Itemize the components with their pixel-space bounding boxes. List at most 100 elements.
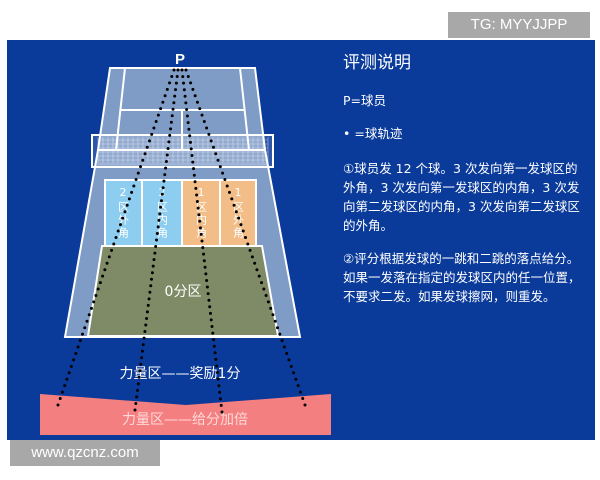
ball-trajectory-dot <box>163 94 167 98</box>
ball-trajectory-dot <box>207 298 211 302</box>
ball-trajectory-dot <box>136 382 140 386</box>
ball-trajectory-dot <box>159 199 163 203</box>
ball-trajectory-dot <box>105 261 109 265</box>
ball-trajectory-dot <box>188 134 192 138</box>
ball-trajectory-dot <box>296 384 300 388</box>
ball-trajectory-dot <box>225 184 229 188</box>
ball-trajectory-dot <box>72 358 76 362</box>
ball-trajectory-dot <box>195 100 199 104</box>
ball-trajectory-dot <box>127 197 131 201</box>
zone2-outer-label: 2区外角 <box>117 186 130 240</box>
ball-trajectory-dot <box>152 258 156 262</box>
ball-trajectory-dot <box>289 364 293 368</box>
ball-trajectory-dot <box>132 184 136 188</box>
ball-trajectory-dot <box>139 362 143 366</box>
ball-trajectory-dot <box>172 68 176 72</box>
zone1-inner-label: 1区内角 <box>195 186 208 240</box>
ball-trajectory-dot <box>133 408 137 412</box>
ball-trajectory-dot <box>160 192 164 196</box>
ball-trajectory-dot <box>285 351 289 355</box>
ball-trajectory-dot <box>204 272 208 276</box>
ball-trajectory-dot <box>292 371 296 375</box>
ball-trajectory-dot <box>197 213 201 217</box>
ball-trajectory-dot <box>159 205 163 209</box>
ball-trajectory-dot <box>202 120 206 124</box>
ball-trajectory-dot <box>146 303 150 307</box>
ball-trajectory-dot <box>165 153 169 157</box>
ball-trajectory-dot <box>202 252 206 256</box>
ball-trajectory-dot <box>187 127 191 131</box>
ball-trajectory-dot <box>118 223 122 227</box>
ball-trajectory-dot <box>156 225 160 229</box>
ball-trajectory-dot <box>170 114 174 118</box>
ball-trajectory-dot <box>94 293 98 297</box>
ball-trajectory-dot <box>67 371 71 375</box>
ball-trajectory-dot <box>185 114 189 118</box>
ball-trajectory-dot <box>63 384 67 388</box>
ball-trajectory-dot <box>144 323 148 327</box>
ball-trajectory-dot <box>198 226 202 230</box>
ball-trajectory-dot <box>181 75 185 79</box>
notes: 评测说明 P=球员 • =球轨迹 ①球员发 12 个球。3 次发向第一发球区的外… <box>343 48 588 320</box>
ball-trajectory-dot <box>221 171 225 175</box>
ball-trajectory-dot <box>241 229 245 233</box>
ball-trajectory-dot <box>135 388 139 392</box>
ball-trajectory-dot <box>264 293 268 297</box>
ball-trajectory-dot <box>282 345 286 349</box>
ball-trajectory-dot <box>176 68 180 72</box>
power-zone-bonus-label: 力量区——奖励1分 <box>120 365 241 382</box>
ball-trajectory-dot <box>255 268 259 272</box>
ball-trajectory-dot <box>56 403 60 407</box>
ball-trajectory-dot <box>207 132 211 136</box>
ball-trajectory-dot <box>213 351 217 355</box>
ball-trajectory-dot <box>150 132 154 136</box>
ball-trajectory-dot <box>260 281 264 285</box>
ball-trajectory-dot <box>163 173 167 177</box>
ball-trajectory-dot <box>98 281 102 285</box>
ball-trajectory-dot <box>175 75 179 79</box>
ball-trajectory-dot <box>194 186 198 190</box>
ball-trajectory-dot <box>215 364 219 368</box>
ball-trajectory-dot <box>294 377 298 381</box>
ball-trajectory-dot <box>147 297 151 301</box>
notes-title: 评测说明 <box>343 53 411 73</box>
ball-trajectory-dot <box>153 251 157 255</box>
ball-trajectory-dot <box>165 87 169 91</box>
net-mesh <box>97 137 269 165</box>
ball-trajectory-dot <box>188 140 192 144</box>
ball-trajectory-dot <box>156 113 160 117</box>
ball-trajectory-dot <box>210 325 214 328</box>
ball-trajectory-dot <box>116 229 120 233</box>
ball-trajectory-dot <box>159 107 163 111</box>
ball-trajectory-dot <box>157 218 161 222</box>
ball-trajectory-dot <box>169 120 173 124</box>
ball-trajectory-dot <box>136 171 140 175</box>
ball-trajectory-dot <box>191 87 195 91</box>
ball-trajectory-dot <box>248 248 252 252</box>
ball-trajectory-dot <box>196 206 200 210</box>
rule-1: ①球员发 12 个球。3 次发向第一发球区的外角，3 次发向第一发球区的内角，3… <box>343 161 580 233</box>
ball-trajectory-dot <box>145 310 149 314</box>
ball-trajectory-dot <box>141 343 145 347</box>
ball-trajectory-dot <box>198 219 202 223</box>
ball-trajectory-dot <box>208 311 212 315</box>
ball-trajectory-dot <box>65 377 69 381</box>
ball-trajectory-dot <box>162 179 166 183</box>
ball-trajectory-dot <box>89 306 93 310</box>
ball-trajectory-dot <box>140 356 144 360</box>
ball-trajectory-dot <box>76 345 80 349</box>
ball-trajectory-dot <box>191 160 195 164</box>
ball-trajectory-dot <box>217 384 221 388</box>
ball-trajectory-dot <box>199 232 203 236</box>
ball-trajectory-dot <box>148 290 152 294</box>
ball-trajectory-dot <box>298 390 302 394</box>
ball-trajectory-dot <box>149 284 153 288</box>
ball-trajectory-dot <box>276 326 280 330</box>
ball-trajectory-dot <box>273 319 277 323</box>
ball-trajectory-dot <box>154 245 158 249</box>
ball-trajectory-dot <box>271 313 275 317</box>
ball-trajectory-dot <box>262 287 266 291</box>
ball-trajectory-dot <box>211 145 215 149</box>
ball-trajectory-dot <box>154 120 158 124</box>
ball-trajectory-dot <box>123 210 127 214</box>
